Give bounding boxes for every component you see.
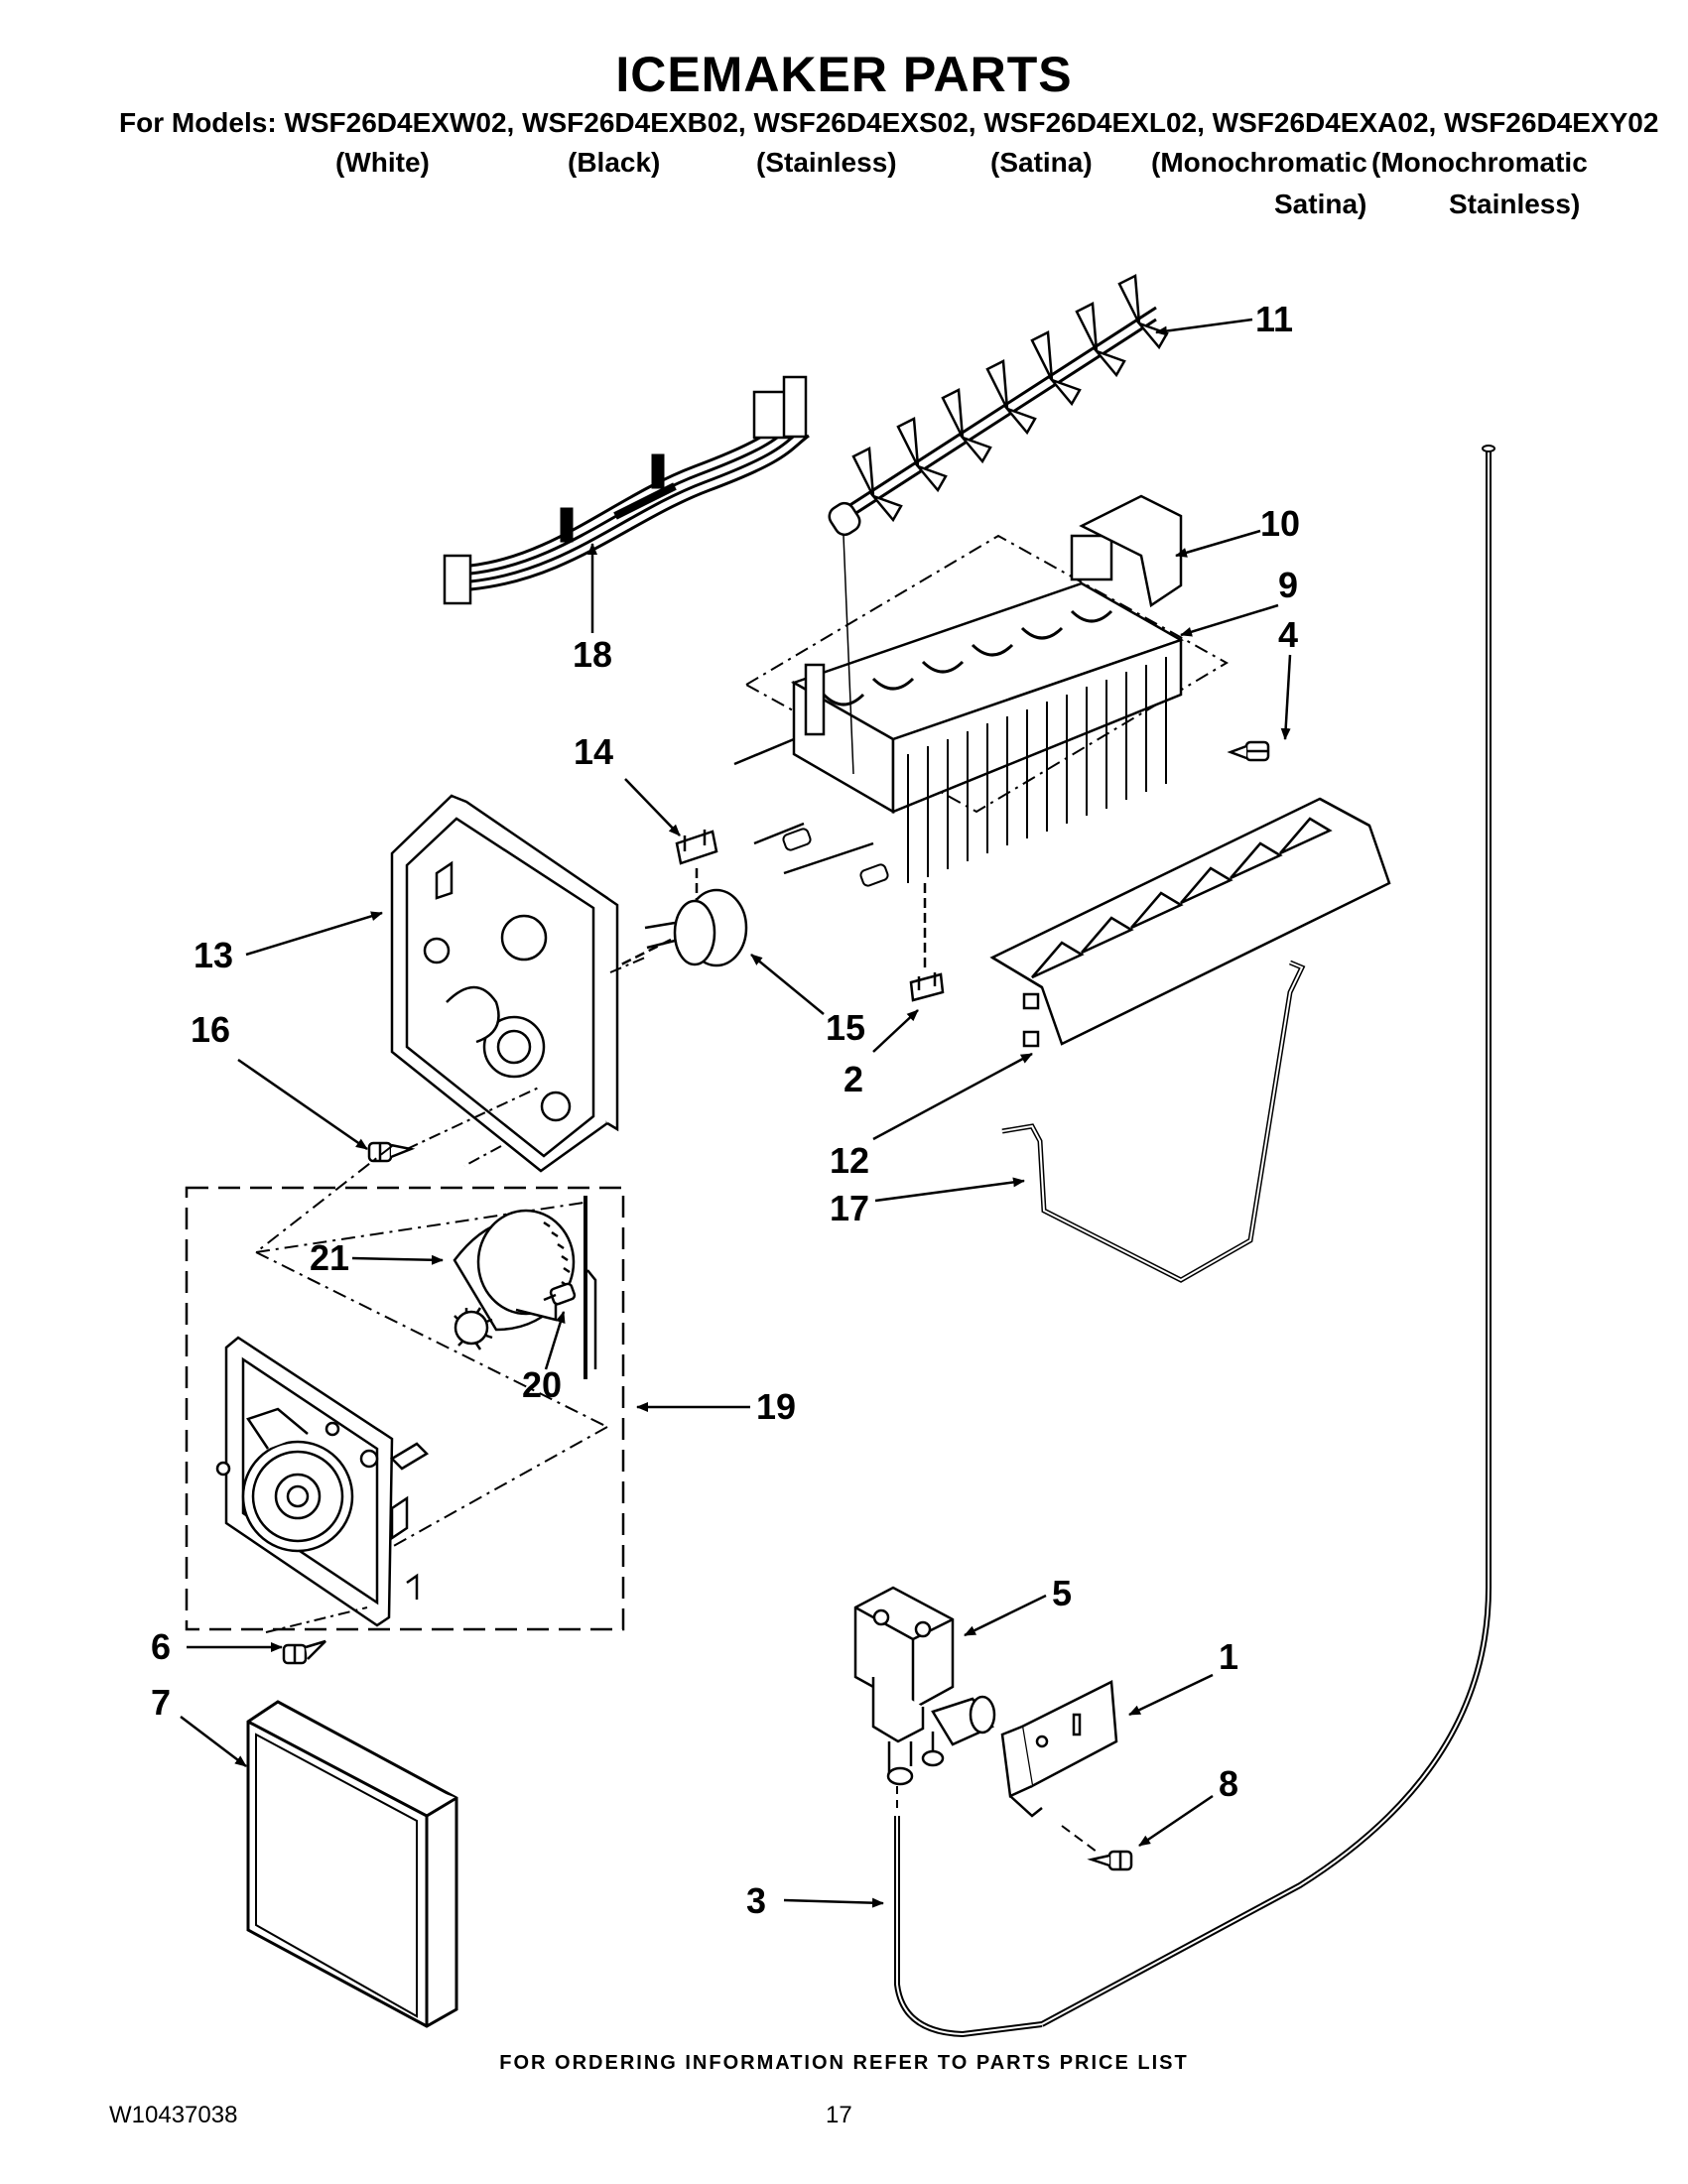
ordering-note: FOR ORDERING INFORMATION REFER TO PARTS …: [499, 2052, 1189, 2074]
plate-screw: [282, 1639, 326, 1665]
callout-15: 15: [826, 1007, 865, 1048]
callout-labels: 11 10 9 4 18 14 13 15 2 16 12 17 21 20 1…: [151, 299, 1300, 1921]
callout-7: 7: [151, 1682, 171, 1723]
variant-black: (Black): [568, 147, 661, 178]
callout-9: 9: [1278, 565, 1298, 605]
motor-assembly-box: [185, 1186, 625, 1631]
motor: [453, 1196, 597, 1379]
variant-monochromatic-1: (Monochromatic: [1151, 147, 1367, 178]
callout-21: 21: [310, 1237, 349, 1278]
thermostat-clip-top: [675, 830, 718, 913]
callout-4: 4: [1278, 614, 1298, 655]
variant-white: (White): [335, 147, 430, 178]
ejector-shaft: [828, 274, 1169, 537]
callout-8: 8: [1219, 1763, 1238, 1804]
variant-monochromatic-2: (Monochromatic: [1371, 147, 1588, 178]
front-cover: [246, 1700, 458, 2028]
page-number: 17: [826, 2102, 852, 2128]
valve-bracket: [1000, 1680, 1118, 1818]
callout-14: 14: [574, 731, 613, 772]
wire-harness: [443, 375, 810, 605]
inlet-tube: [894, 1816, 1043, 2038]
variant-satina: (Satina): [990, 147, 1093, 178]
callout-2: 2: [844, 1059, 863, 1099]
variant-satina-2: Satina): [1274, 189, 1367, 219]
mold-screw: [1227, 740, 1270, 762]
callout-18: 18: [573, 634, 612, 675]
page-title: ICEMAKER PARTS: [615, 47, 1073, 102]
callout-13: 13: [194, 935, 233, 975]
variant-stainless-2: Stainless): [1449, 189, 1581, 219]
shutoff-arm: [1001, 960, 1306, 1283]
mounting-plate: [215, 1336, 430, 1627]
callout-10: 10: [1260, 503, 1300, 544]
icemaker-mold-group: [733, 494, 1230, 887]
callout-19: 19: [756, 1386, 796, 1427]
variant-stainless: (Stainless): [756, 147, 897, 178]
thermostat: [594, 888, 748, 979]
control-housing: [390, 794, 619, 1173]
bracket-screw: [1087, 1850, 1133, 1871]
motor-screw: [543, 1282, 577, 1306]
callout-6: 6: [151, 1626, 171, 1667]
water-valve: [853, 1586, 996, 1786]
callout-3: 3: [746, 1880, 766, 1921]
document-number: W10437038: [109, 2102, 238, 2128]
thermostat-clip: [909, 883, 945, 1002]
ice-stripper: [989, 797, 1391, 1048]
models-line: For Models: WSF26D4EXW02, WSF26D4EXB02, …: [119, 107, 1659, 138]
callout-16: 16: [191, 1009, 230, 1050]
callout-11: 11: [1255, 299, 1293, 339]
callout-5: 5: [1052, 1573, 1072, 1613]
housing-screw: [367, 1141, 416, 1163]
callout-1: 1: [1219, 1636, 1238, 1677]
leader-lines: [180, 318, 1292, 1908]
callout-20: 20: [522, 1364, 562, 1405]
callout-17: 17: [830, 1188, 869, 1228]
callout-12: 12: [830, 1140, 869, 1181]
